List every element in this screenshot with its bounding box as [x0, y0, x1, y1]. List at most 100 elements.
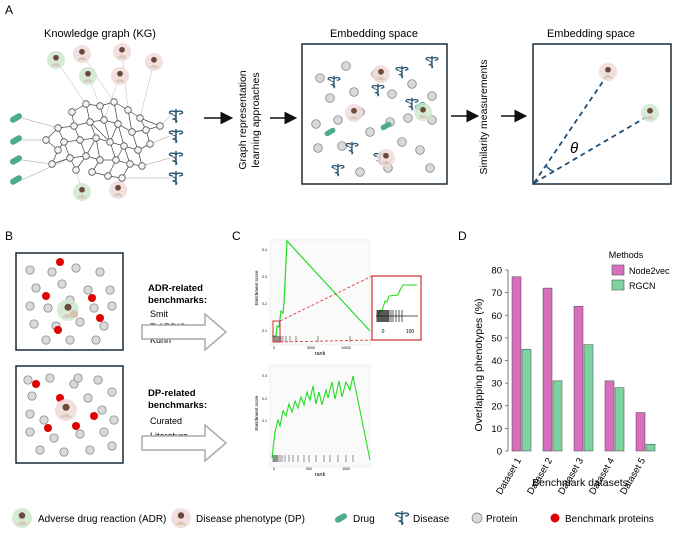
disease-phenotype-icon-head: [351, 107, 357, 114]
benchmark-protein-icon: [88, 294, 96, 302]
es-top-xlabel: rank: [315, 351, 326, 357]
protein-icon: [425, 163, 435, 173]
es-bottom-hit-ticks: [272, 455, 354, 462]
disease-icon: [331, 163, 345, 177]
kg-protein-node: [110, 98, 118, 106]
es-inset: [371, 275, 422, 341]
adr-icon-head: [85, 70, 91, 77]
disease-phenotype-icon-body: [149, 64, 159, 69]
kg-protein-node: [136, 114, 144, 122]
disease-icon-wings: [425, 56, 439, 61]
benchmark-protein-icon: [44, 424, 52, 432]
protein-icon: [107, 441, 117, 451]
kg-protein-node: [48, 160, 56, 168]
disease-icon-snake: [171, 156, 178, 165]
zoom-line-upper: [279, 275, 373, 322]
protein-icon: [25, 409, 35, 419]
disease-icon-snake: [407, 102, 414, 110]
kg-protein-node: [42, 136, 50, 144]
kg-protein-node: [96, 102, 104, 110]
drug-icon: [9, 113, 23, 123]
disease-phenotype-icon-body: [376, 76, 386, 81]
disease-icon: [327, 75, 341, 89]
protein-icon: [315, 73, 325, 83]
drug-icon: [9, 155, 23, 165]
disease-phenotype-icon-body: [59, 413, 73, 418]
disease-icon-wings: [345, 142, 359, 147]
protein-icon: [91, 335, 101, 345]
chart-ytick-label: 20: [491, 401, 502, 412]
protein-icon: [341, 61, 351, 71]
panel-label-b: B: [5, 229, 13, 243]
bar-rgcn-5: [645, 443, 656, 452]
adr-heading-line1: ADR-related: [148, 283, 203, 294]
legend-item-adr-label: Adverse drug reaction (ADR): [38, 514, 166, 525]
vector-dp: [533, 73, 609, 184]
chart-ytick-label: 70: [491, 288, 502, 299]
disease-phenotype-icon-head: [177, 512, 185, 519]
chart-ytick-label: 0: [497, 447, 502, 458]
protein-icon: [387, 89, 397, 99]
disease-phenotype-icon-body: [117, 54, 127, 59]
protein-icon: [83, 393, 93, 403]
embedding-title-2: Embedding space: [547, 28, 635, 40]
disease-icon-snake: [427, 60, 434, 68]
legend-item-disease-label: Disease: [413, 514, 450, 525]
drug-icon: [380, 121, 392, 131]
protein-icon: [25, 265, 35, 275]
protein-icon: [31, 283, 41, 293]
enrichment-plot-top: Enrichment score rank 0.1 0.2 0.3 0.4 0 …: [254, 239, 422, 357]
disease-icon-snake: [171, 176, 178, 185]
bar-node2vec-5: [635, 412, 646, 452]
protein-icon: [73, 373, 83, 383]
disease-icon-snake: [347, 146, 354, 154]
es-inset-xtick-0: 0: [382, 329, 385, 335]
protein-icon: [397, 137, 407, 147]
kg-protein-node: [128, 128, 136, 136]
adr-icon-head: [647, 107, 653, 114]
protein-icon: [41, 335, 51, 345]
knowledge-graph: [9, 43, 184, 201]
embedding-space-contents: [311, 55, 439, 177]
kg-protein-node: [104, 172, 112, 180]
kg-protein-node: [146, 140, 154, 148]
es-bottom-xtick-1: 500: [306, 467, 312, 471]
legend-item-benchmark-label: Benchmark proteins: [565, 514, 654, 525]
kg-protein-node: [92, 134, 100, 142]
adr-icon-head: [79, 186, 85, 193]
kg-edge: [89, 121, 111, 143]
protein-icon: [107, 387, 117, 397]
es-top-zoom-box: [272, 320, 281, 343]
disease-icon-snake: [171, 114, 178, 123]
protein-icon: [57, 279, 67, 289]
benchmark-protein-icon: [32, 380, 40, 388]
chart-ytick-label: 50: [491, 333, 502, 344]
protein-icon: [85, 445, 95, 455]
disease-icon: [345, 141, 359, 155]
adr-icon-head: [420, 106, 426, 113]
protein-icon: [105, 285, 115, 295]
kg-protein-node: [138, 162, 146, 170]
chart-ylabel: Overlapping phenotypes (%): [473, 298, 485, 431]
protein-icon: [99, 427, 109, 437]
kg-edge: [113, 101, 119, 125]
disease-phenotype-icon-body: [381, 160, 391, 165]
disease-phenotype-icon-body: [175, 521, 187, 525]
step1-label-line2: learning approaches: [250, 72, 262, 167]
adr-icon-head: [18, 512, 26, 519]
legend-label-node2vec: Node2vec: [629, 266, 670, 276]
kg-edge-phenotype: [81, 53, 115, 103]
es-top-xtick-0: 0: [273, 346, 275, 350]
disease-icon-wings: [331, 164, 345, 169]
kg-edge: [103, 119, 111, 143]
chart-ytick-label: 10: [491, 424, 502, 435]
es-top-ytick-1: 0.2: [262, 302, 267, 306]
disease-icon: [168, 109, 184, 123]
dp-benchmark-contents: [23, 373, 119, 457]
es-bottom-ytick-0: 0.1: [262, 419, 267, 423]
disease-icon-wings: [168, 172, 184, 177]
drug-icon: [9, 135, 23, 145]
protein-icon: [47, 267, 57, 277]
protein-icon: [471, 512, 483, 524]
